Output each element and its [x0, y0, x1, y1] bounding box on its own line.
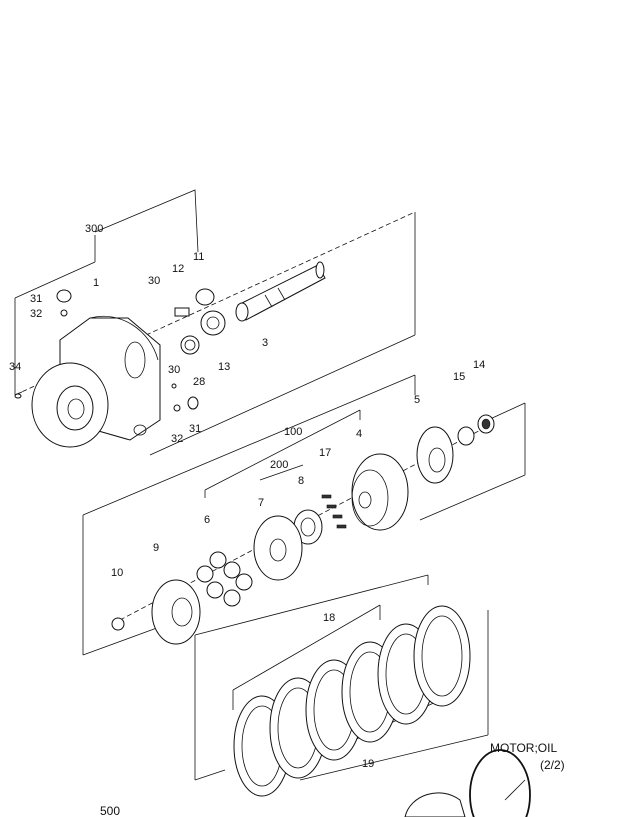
drive-shaft	[235, 261, 326, 322]
label-32-mid: 32	[171, 433, 183, 445]
label-19: 19	[362, 758, 374, 770]
label-6: 6	[204, 514, 210, 526]
motor-housing	[31, 316, 161, 448]
label-13: 13	[218, 361, 230, 373]
friction-plates	[233, 605, 471, 797]
label-34: 34	[9, 361, 21, 373]
label-15: 15	[453, 371, 465, 383]
rotating-group	[111, 414, 495, 645]
caption-title: MOTOR;OIL	[490, 741, 557, 755]
label-10: 10	[111, 567, 123, 579]
label-7: 7	[258, 497, 264, 509]
label-3: 3	[262, 337, 268, 349]
label-4: 4	[356, 428, 362, 440]
label-100: 100	[284, 426, 302, 438]
page-number: 500	[100, 804, 120, 817]
label-30-mid: 30	[168, 364, 180, 376]
label-8: 8	[298, 475, 304, 487]
label-9: 9	[153, 542, 159, 554]
label-11: 11	[193, 251, 204, 263]
label-30-top: 30	[148, 275, 160, 287]
label-31-mid: 31	[189, 423, 201, 435]
top-small-parts	[14, 288, 226, 412]
label-12: 12	[172, 263, 184, 275]
label-31-top: 31	[30, 293, 42, 305]
label-17: 17	[319, 447, 331, 459]
label-5: 5	[414, 394, 420, 406]
label-200: 200	[270, 459, 288, 471]
label-300: 300	[85, 223, 103, 235]
label-28: 28	[193, 376, 205, 388]
label-32-top: 32	[30, 308, 42, 320]
label-1: 1	[93, 277, 99, 289]
label-14: 14	[473, 359, 485, 371]
o-ring-and-cover	[404, 749, 531, 817]
label-18: 18	[323, 612, 335, 624]
caption-page: (2/2)	[540, 758, 565, 772]
